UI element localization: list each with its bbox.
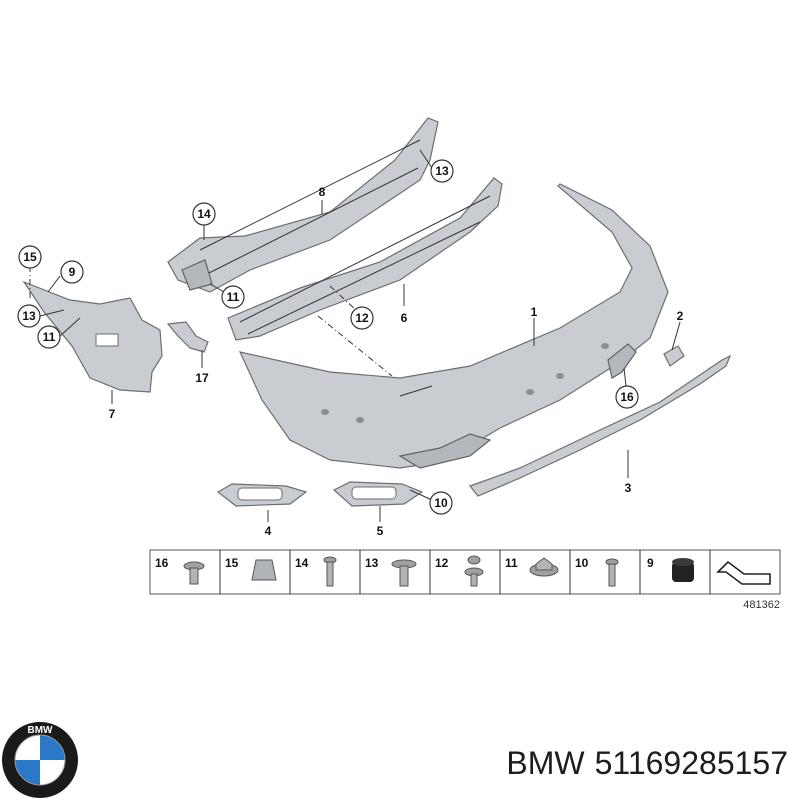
expansion-rivet-icon (464, 555, 484, 587)
callout-2: 2 (677, 309, 684, 323)
hardware-legend: 16 15 14 13 12 (149, 549, 781, 595)
svg-text:15: 15 (23, 250, 37, 264)
svg-text:15: 15 (225, 556, 239, 570)
legend-cell-arrow (716, 560, 771, 585)
reference-number: 481362 (743, 599, 780, 611)
legend-cell-12: 12 (435, 555, 484, 587)
callout-15: 15 (18, 245, 42, 269)
svg-text:13: 13 (365, 556, 379, 570)
part-1-bumper-cover (238, 183, 669, 469)
legend-cell-14: 14 (295, 556, 337, 587)
callout-8: 8 (319, 185, 326, 199)
callout-12: 12 (350, 306, 374, 330)
part-16-bracket (607, 343, 637, 379)
callout-3: 3 (625, 481, 632, 495)
part-7-side-bracket (22, 280, 163, 393)
brand-part-label: BMW 51169285157 (506, 745, 788, 781)
callout-11-upper: 11 (221, 285, 245, 309)
svg-text:10: 10 (434, 496, 448, 510)
callout-5: 5 (377, 524, 384, 538)
part-3-diffuser (469, 354, 732, 497)
part-number: 51169285157 (595, 745, 788, 781)
callout-17: 17 (195, 371, 209, 385)
hex-nut-icon (529, 557, 559, 577)
logo-lettering: BMW (28, 725, 54, 736)
clip-nut-icon (251, 559, 277, 581)
callout-16: 16 (615, 385, 639, 409)
flange-screw-icon (391, 559, 417, 587)
push-rivet-icon (183, 561, 205, 585)
svg-text:11: 11 (43, 330, 56, 344)
self-tapping-screw-icon (605, 558, 619, 587)
legend-cell-13: 13 (365, 556, 417, 587)
callout-4: 4 (265, 524, 272, 538)
svg-text:9: 9 (647, 556, 654, 570)
callout-10: 10 (429, 491, 453, 515)
svg-text:13: 13 (22, 309, 36, 323)
arrow-icon (716, 560, 771, 585)
svg-text:9: 9 (69, 265, 76, 279)
svg-text:14: 14 (197, 207, 211, 221)
callout-13-top: 13 (430, 159, 454, 183)
svg-text:16: 16 (620, 390, 634, 404)
svg-text:10: 10 (575, 556, 589, 570)
svg-text:14: 14 (295, 556, 309, 570)
brand-name: BMW (506, 745, 585, 781)
callout-11-left: 11 (37, 325, 61, 349)
part-6-beam (227, 177, 503, 341)
callout-14: 14 (192, 202, 216, 226)
svg-text:16: 16 (155, 556, 169, 570)
screw-icon (323, 556, 337, 587)
callout-9: 9 (60, 260, 84, 284)
legend-cell-10: 10 (575, 556, 619, 587)
callout-1: 1 (531, 305, 538, 319)
svg-text:11: 11 (505, 556, 518, 570)
svg-text:11: 11 (227, 290, 240, 304)
legend-cell-9: 9 (647, 556, 694, 582)
part-5-tailpipe-bezel (332, 481, 424, 507)
part-2-reflector (663, 345, 685, 367)
legend-cell-11: 11 (505, 556, 559, 577)
callout-13-left: 13 (17, 304, 41, 328)
legend-cell-15: 15 (225, 556, 277, 581)
rubber-buffer-icon (672, 558, 694, 582)
part-4-tailpipe-bezel (216, 483, 308, 507)
callout-7: 7 (109, 407, 116, 421)
svg-text:12: 12 (435, 556, 449, 570)
part-17-clip (166, 321, 209, 353)
leader-lines (29, 149, 681, 522)
legend-cell-16: 16 (155, 556, 205, 585)
callout-6: 6 (401, 311, 408, 325)
svg-text:12: 12 (355, 311, 369, 325)
svg-text:13: 13 (435, 164, 449, 178)
bmw-logo: BMW (2, 722, 78, 798)
